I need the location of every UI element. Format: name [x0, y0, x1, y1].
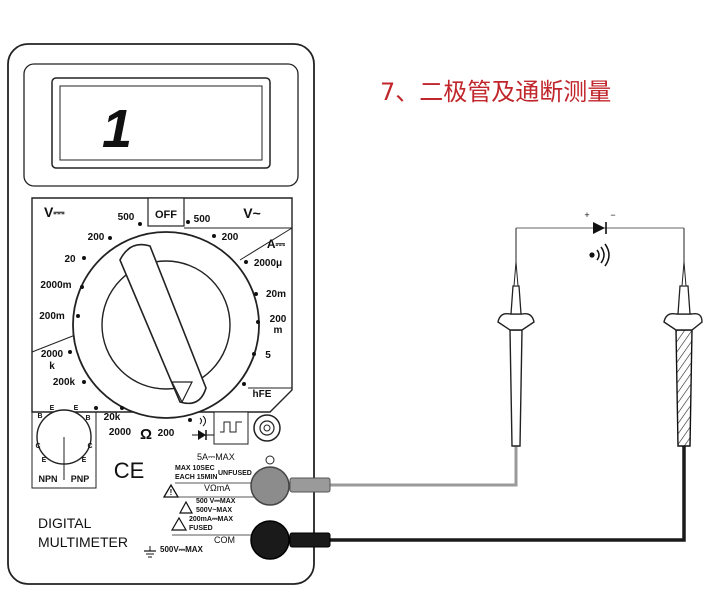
label-a-200m-unit: m	[274, 325, 283, 336]
brand-line2: MULTIMETER	[38, 534, 128, 550]
socket-pin: E	[42, 457, 47, 464]
buzzer-icon	[589, 243, 610, 267]
warning-icon	[178, 500, 194, 514]
signal-output-area	[213, 411, 281, 445]
v-max-dc: 500 V⎓MAX	[196, 498, 236, 505]
knob-off-label: OFF	[155, 209, 177, 221]
socket-npn-label: NPN	[38, 474, 57, 484]
label-dcv-200: 200	[88, 232, 105, 243]
rotary-knob[interactable]	[72, 231, 260, 419]
label-dcv-200m: 200m	[39, 311, 65, 322]
label-res-2000k: 2000	[41, 349, 64, 360]
page-title: 7、二极管及通断测量	[380, 78, 611, 106]
jack-10a[interactable]	[265, 455, 275, 465]
com-label: COM	[214, 535, 235, 545]
label-ohm: Ω	[140, 426, 152, 443]
label-res-200: 200	[158, 428, 175, 439]
label-dcv-500: 500	[118, 212, 135, 223]
fused-label: FUSED	[189, 525, 213, 532]
label-acv-500: 500	[194, 214, 211, 225]
socket-pin: B	[37, 413, 42, 420]
label-res-2000: 2000	[109, 427, 132, 438]
v-max-ac: 500V~MAX	[196, 507, 232, 514]
com-max: 500V⎓MAX	[160, 545, 204, 554]
lcd-reading: 1	[102, 99, 132, 159]
label-a-2000u: 2000μ	[254, 258, 282, 269]
label-v-ac: V~	[243, 205, 261, 221]
ce-mark: CE	[114, 458, 145, 483]
black-test-lead[interactable]	[250, 228, 703, 560]
diode-icon	[593, 222, 607, 234]
a10-note2: EACH 15MIN	[175, 474, 217, 481]
transistor-socket: B E C E E B C E NPN PNP	[31, 405, 97, 489]
label-a-20m: 20m	[266, 289, 286, 300]
ground-icon	[144, 546, 156, 558]
socket-pnp-label: PNP	[71, 474, 90, 484]
unfused-label: UNFUSED	[218, 470, 252, 477]
warning-icon	[170, 516, 188, 531]
vohm-label: VΩmA	[204, 483, 230, 493]
socket-pin: C	[87, 443, 92, 450]
diode-minus: −	[610, 210, 615, 220]
ma-max: 200mA⎓MAX	[189, 516, 233, 523]
label-a-dc: A⎓	[267, 237, 286, 251]
label-a-200m: 200	[270, 314, 287, 325]
red-test-lead[interactable]	[250, 228, 535, 506]
range-labels: OFF V⎓ 500 200 20 2000m 200m 500 V~ 200 …	[39, 204, 287, 443]
a10-note1: MAX 10SEC	[175, 465, 215, 472]
diode-test-circuit: + −	[516, 210, 684, 267]
label-res-20k: 20k	[104, 412, 121, 423]
square-wave-icon	[220, 421, 242, 433]
label-dcv-20: 20	[64, 254, 76, 265]
socket-pin: B	[85, 415, 90, 422]
label-dcv-2000m: 2000m	[40, 280, 71, 291]
lcd-display: 1	[51, 77, 271, 169]
socket-pin: E	[74, 405, 79, 412]
label-v-dc: V⎓	[44, 204, 65, 220]
brand: DIGITAL MULTIMETER	[38, 515, 128, 550]
label-hfe: hFE	[253, 389, 272, 400]
label-res-2000k-unit: k	[49, 361, 55, 372]
jack-labels: 5A⎓MAX MAX 10SEC UNFUSED EACH 15MIN ! VΩ…	[144, 452, 262, 558]
label-a-5: 5	[265, 350, 271, 361]
svg-text:!: !	[170, 488, 173, 497]
label-acv-200: 200	[222, 232, 239, 243]
label-res-200k: 200k	[53, 377, 76, 388]
socket-pin: E	[82, 457, 87, 464]
warning-icon	[162, 483, 180, 498]
diode-plus: +	[584, 210, 589, 220]
diode-buzzer-icon	[192, 415, 214, 440]
knob-pointer-icon	[171, 381, 193, 404]
socket-pin: E	[50, 405, 55, 412]
brand-line1: DIGITAL	[38, 515, 92, 531]
socket-pin: C	[35, 443, 40, 450]
a10-label: 5A⎓MAX	[197, 452, 235, 462]
